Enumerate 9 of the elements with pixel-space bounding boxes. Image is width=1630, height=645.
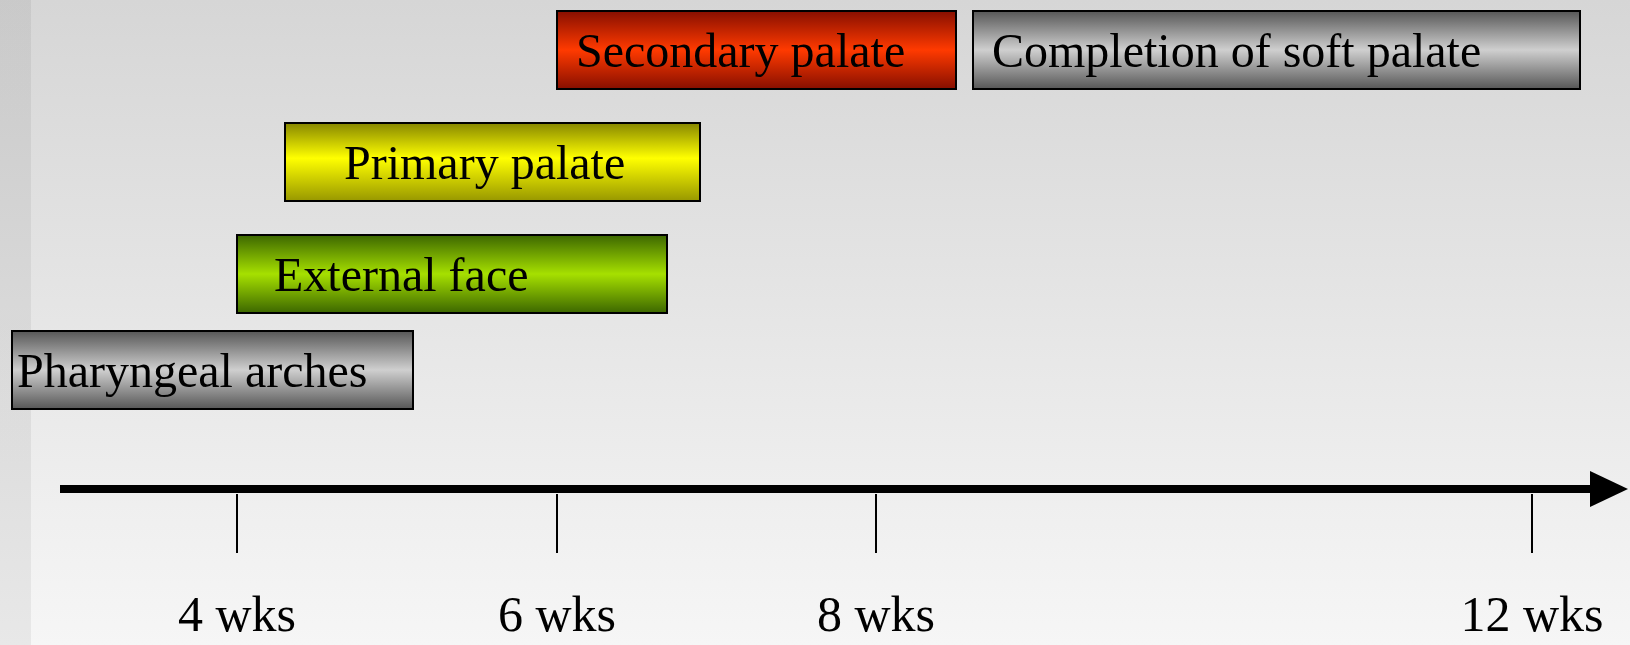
tick-label: 8 wks xyxy=(816,588,936,640)
tick-label: 4 wks xyxy=(177,588,297,640)
timeline-bar: Pharyngeal arches xyxy=(11,330,414,410)
timeline-bar: Secondary palate xyxy=(556,10,957,90)
tick-label: 12 wks xyxy=(1460,588,1604,640)
timeline-bar: External face xyxy=(236,234,668,314)
timeline-bar: Completion of soft palate xyxy=(972,10,1581,90)
tick-label: 6 wks xyxy=(497,588,617,640)
timeline-bar: Primary palate xyxy=(284,122,701,202)
